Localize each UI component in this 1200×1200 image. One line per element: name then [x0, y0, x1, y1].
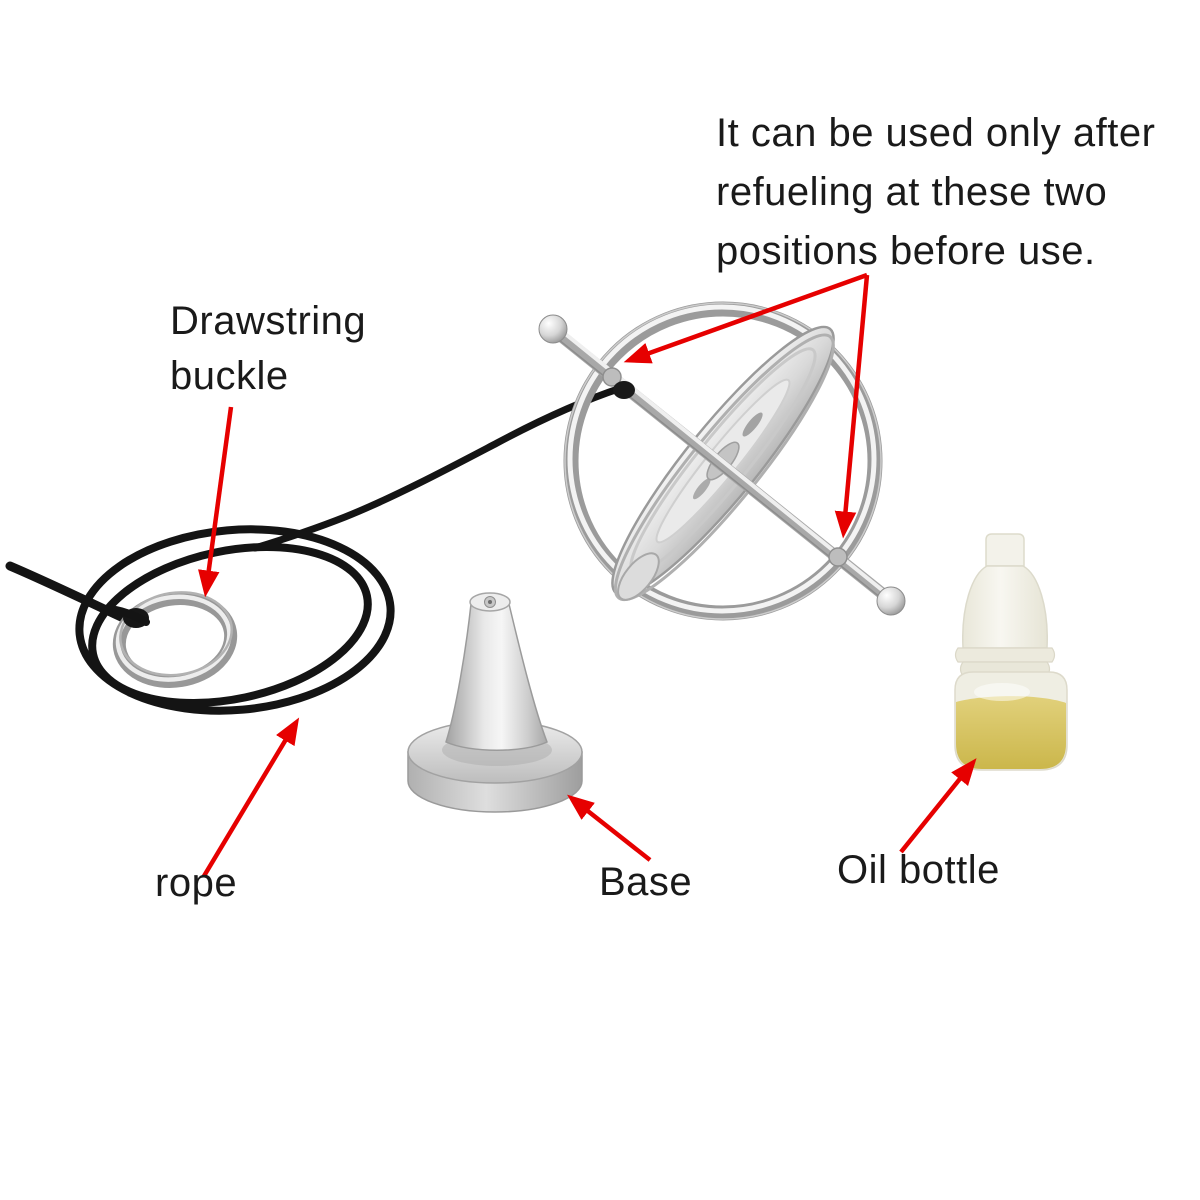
rope-coil-outer	[75, 525, 395, 715]
label-base: Base	[599, 860, 693, 904]
oil-bottle	[954, 533, 1068, 771]
refueling-note-line-1: It can be used only after	[716, 111, 1156, 155]
refueling-note-line-3: positions before use.	[716, 229, 1096, 273]
rope-cord	[5, 384, 625, 715]
axle-ball-bottom-right	[876, 586, 906, 616]
refueling-note: It can be used only after refueling at t…	[716, 104, 1155, 281]
drawstring-buckle-ring	[112, 591, 238, 688]
label-oil-bottle: Oil bottle	[837, 848, 1000, 892]
gyroscope-outer-ring	[563, 301, 883, 621]
gyroscope-axle	[538, 314, 906, 616]
arrow-refuel-position-bottom-right	[834, 274, 870, 539]
arrow-oil-bottle	[899, 758, 977, 854]
bottle-neck-ridge	[954, 647, 1056, 663]
rope-free-end	[5, 561, 137, 627]
bottle-oil-fill	[956, 696, 1066, 769]
rope-coil-inner	[88, 542, 372, 708]
rope-knot-on-axle	[613, 381, 635, 399]
arrow-refuel-position-top-left	[623, 272, 868, 364]
bottle-cap	[962, 565, 1048, 649]
gyroscope	[538, 301, 906, 621]
base-cone	[445, 603, 548, 751]
base-pedestal	[407, 592, 583, 813]
axle-ball-top-left	[538, 314, 568, 344]
label-drawstring-buckle: Drawstring buckle	[170, 299, 367, 398]
axle-collar-top-left	[602, 367, 622, 387]
bottle-nozzle-tip	[985, 533, 1025, 567]
annotation-arrows	[198, 272, 977, 878]
arrow-base	[567, 794, 652, 862]
axle-collar-bottom-right	[828, 547, 848, 567]
label-rope: rope	[155, 861, 238, 905]
arrow-drawstring-buckle	[198, 406, 234, 598]
refueling-note-line-2: refueling at these two	[716, 170, 1108, 214]
arrow-rope	[202, 717, 300, 878]
